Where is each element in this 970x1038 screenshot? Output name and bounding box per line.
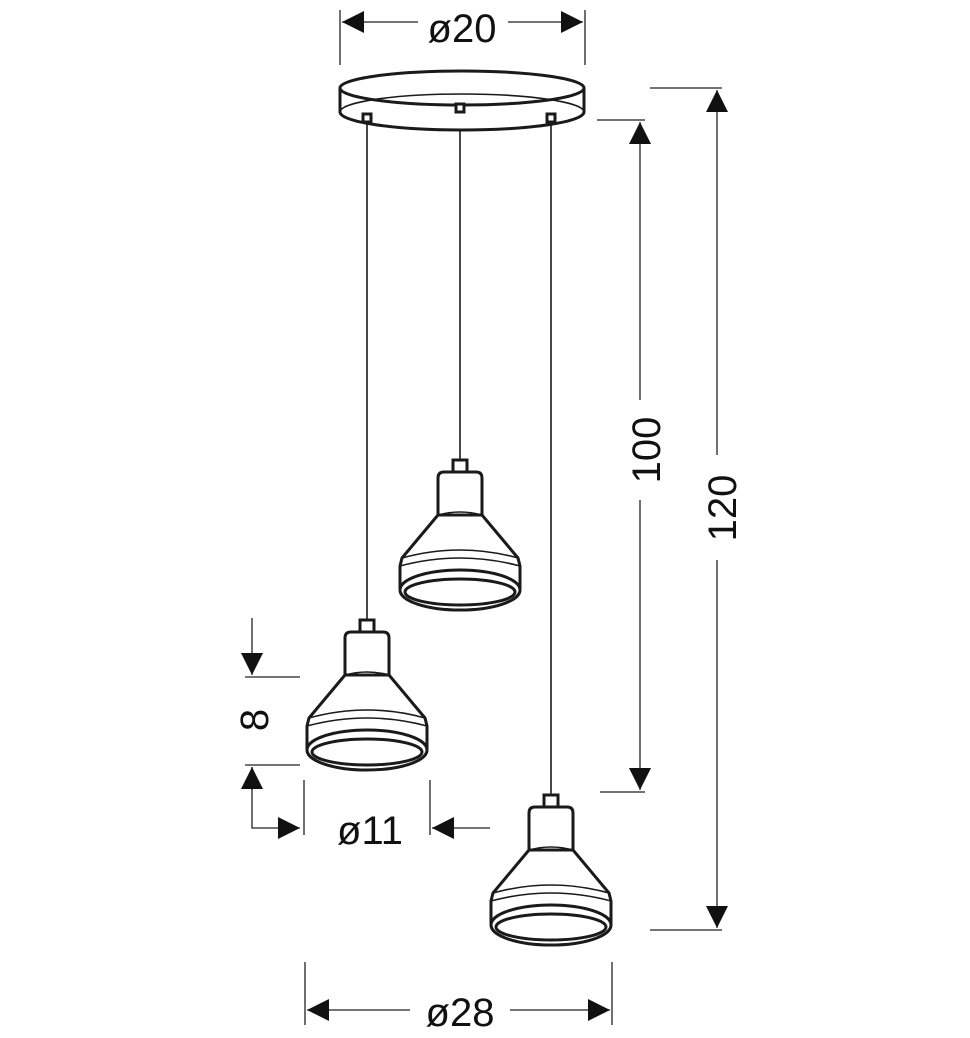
dimension-cluster-diameter: ø28 xyxy=(304,962,613,1035)
lamp-shade-left xyxy=(305,618,429,772)
dimension-max-drop: 120 xyxy=(650,87,745,931)
dimension-canopy-diameter: ø20 xyxy=(339,7,586,65)
lamp-shade-right xyxy=(489,793,613,947)
dimension-min-drop: 100 xyxy=(597,119,669,793)
max-drop-label: 120 xyxy=(701,475,745,542)
lamp-shade-middle xyxy=(398,458,522,612)
dimension-shade-height: 8 xyxy=(233,618,300,839)
canopy-diameter-label: ø20 xyxy=(428,7,497,51)
cluster-diameter-label: ø28 xyxy=(426,991,495,1035)
cords xyxy=(366,108,552,795)
shade-diameter-label: ø11 xyxy=(337,809,403,853)
min-drop-label: 100 xyxy=(625,417,669,484)
shade-height-label: 8 xyxy=(233,709,277,731)
dimension-shade-diameter: ø11 xyxy=(303,780,490,853)
ceiling-canopy xyxy=(338,69,586,132)
